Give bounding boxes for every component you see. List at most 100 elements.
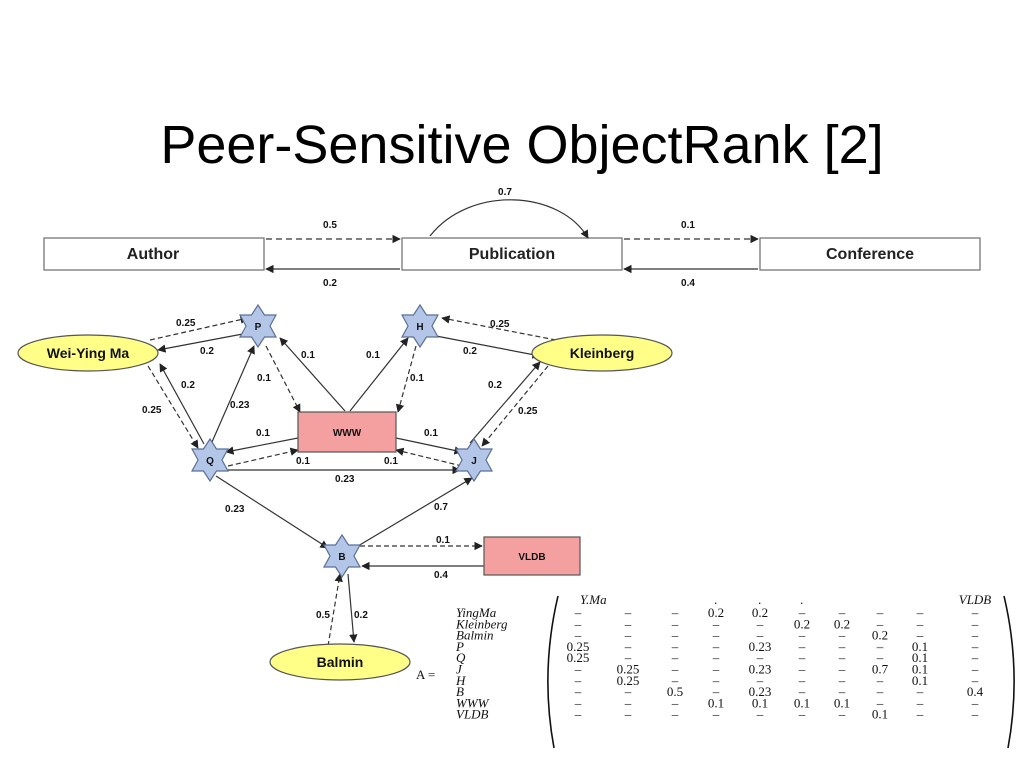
matrix-cell: –: [712, 673, 720, 688]
graph-edge-label: 0.1: [384, 456, 398, 467]
matrix-cell: 0.1: [794, 695, 810, 710]
author-node-kleinberg: Kleinberg: [531, 334, 673, 372]
data-graph-edges: [147, 315, 557, 647]
matrix-cell: –: [971, 616, 979, 631]
graph-edge-q-p: [211, 345, 255, 443]
graph-edge-label: 0.25: [518, 406, 538, 417]
publication-node-j: J: [454, 437, 494, 483]
matrix-cell: –: [916, 707, 924, 722]
adjacency-matrix: A = Y.Ma...VLDB YingMaKleinbergBalminPQJ…: [416, 592, 1015, 749]
matrix-col-header: VLDB: [959, 592, 992, 607]
matrix-cell: 0.7: [872, 662, 889, 677]
graph-edge-label: 0.1: [296, 456, 310, 467]
matrix-cell: –: [574, 684, 582, 699]
matrix-cell: 0.2: [752, 605, 768, 620]
graph-edge-b-j: [357, 477, 473, 547]
matrix-cell: –: [838, 662, 846, 677]
matrix-cell: –: [624, 695, 632, 710]
matrix-cell: –: [671, 650, 679, 665]
matrix-cell: –: [971, 662, 979, 677]
matrix-row-label: P: [455, 639, 464, 654]
matrix-cell: –: [624, 707, 632, 722]
matrix-row-label: VLDB: [456, 707, 489, 722]
graph-edge-label: 0.2: [463, 346, 477, 357]
matrix-cell: 0.23: [749, 684, 772, 699]
matrix-row-label: YingMa: [456, 605, 497, 620]
graph-edge-www-p: [279, 337, 346, 412]
matrix-cell: –: [671, 662, 679, 677]
schema-edge-label: 0.7: [498, 187, 512, 198]
matrix-cell: –: [756, 628, 764, 643]
matrix-cell: –: [838, 673, 846, 688]
matrix-lhs: A =: [416, 667, 435, 682]
graph-edge-label: 0.23: [230, 400, 250, 411]
matrix-cell: –: [574, 695, 582, 710]
schema-node-author: [43, 237, 265, 271]
matrix-cell: –: [798, 673, 806, 688]
matrix-cell: 0.25: [567, 650, 590, 665]
schema-edge-label: 0.4: [681, 278, 695, 289]
node-label: Q: [206, 456, 214, 467]
matrix-column-headers: Y.Ma...VLDB: [580, 592, 991, 607]
matrix-row-label: J: [456, 662, 463, 677]
matrix-cell: 0.23: [749, 662, 772, 677]
graph-edge-www-h: [349, 337, 409, 412]
publication-node-q: Q: [190, 437, 230, 483]
matrix-cell: –: [712, 650, 720, 665]
matrix-cell: –: [671, 605, 679, 620]
matrix-cell: –: [838, 628, 846, 643]
matrix-cell: –: [712, 707, 720, 722]
graph-edge-j-www: [395, 447, 463, 467]
matrix-cell: –: [798, 684, 806, 699]
schema-edge-publication-self: [429, 199, 589, 239]
schema-edge-label: 0.2: [323, 278, 337, 289]
publication-node-b: B: [322, 533, 362, 579]
matrix-cell: –: [624, 639, 632, 654]
matrix-cell: –: [574, 605, 582, 620]
node-label: H: [416, 322, 423, 333]
matrix-cell: –: [971, 639, 979, 654]
matrix-cell: 0.1: [752, 695, 768, 710]
matrix-cell: –: [712, 662, 720, 677]
matrix-cell: –: [671, 707, 679, 722]
matrix-cell: 0.25: [617, 673, 640, 688]
matrix-cell: –: [876, 673, 884, 688]
matrix-cell: –: [971, 673, 979, 688]
matrix-cell: –: [671, 639, 679, 654]
matrix-cell: –: [971, 628, 979, 643]
matrix-cell: 0.25: [617, 662, 640, 677]
graph-edge-kleinberg-j: [481, 365, 549, 447]
matrix-cell: –: [876, 616, 884, 631]
matrix-cell: 0.1: [872, 707, 888, 722]
graph-edge-h-kleinberg: [435, 335, 541, 359]
matrix-cell: 0.2: [708, 605, 724, 620]
matrix-cell: –: [838, 684, 846, 699]
graph-edge-q-www: [227, 447, 299, 467]
matrix-col-header: .: [714, 592, 717, 607]
matrix-cell: 0.1: [912, 662, 928, 677]
graph-edge-p-ying: [157, 332, 249, 353]
matrix-cell: –: [798, 707, 806, 722]
schema-node-publication: [401, 237, 623, 271]
matrix-row-label: Balmin: [456, 628, 494, 643]
matrix-row-label: Q: [456, 650, 466, 665]
schema-label-conference: Conference: [826, 246, 914, 263]
matrix-row-label: B: [456, 684, 464, 699]
matrix-cell: –: [916, 628, 924, 643]
matrix-cell: –: [756, 673, 764, 688]
graph-edge-label: 0.25: [142, 405, 162, 416]
data-graph-edge-labels: 0.25 0.2 0.25 0.2 0.23 0.1 0.1 0.1 0.1 0…: [142, 318, 538, 621]
node-label: Wei-Ying Ma: [47, 345, 130, 361]
graph-edge-label: 0.2: [200, 346, 214, 357]
graph-edge-label: 0.2: [354, 610, 368, 621]
graph-edge-label: 0.1: [257, 373, 271, 384]
conference-node-vldb: VLDB: [483, 536, 581, 576]
matrix-col-header: .: [800, 592, 803, 607]
schema-graph: Author Publication Conference 0.5 0.2 0.…: [43, 187, 981, 289]
matrix-cell: –: [624, 605, 632, 620]
graph-edge-kleinberg-h: [441, 315, 557, 341]
matrix-cell: –: [624, 616, 632, 631]
